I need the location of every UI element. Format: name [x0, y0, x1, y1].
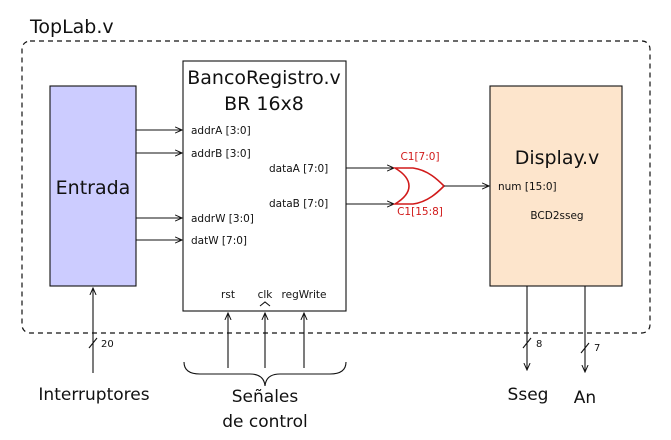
label-an: An [574, 388, 596, 408]
display-port-num: num [15:0] [498, 181, 557, 193]
port-addrW: addrW [3:0] [191, 213, 254, 225]
display-title: Display.v [515, 147, 600, 169]
display-block [489, 85, 623, 287]
control-brace [183, 361, 347, 387]
bus-label-c1-high: C1[15:8] [397, 206, 443, 218]
display-subtitle: BCD2sseg [530, 210, 583, 222]
bus-label-c1-low: C1[7:0] [400, 151, 439, 163]
port-clk: clk [258, 289, 274, 301]
port-addrA: addrA [3:0] [191, 125, 251, 137]
bus-width-an: 7 [594, 343, 600, 354]
port-rst: rst [221, 289, 235, 301]
port-datW: datW [7:0] [191, 235, 247, 247]
banco-subtitle: BR 16x8 [224, 93, 304, 115]
label-de-control: de control [222, 412, 308, 432]
port-addrB: addrB [3:0] [191, 148, 251, 160]
banco-registro-block [182, 60, 347, 312]
label-senales: Señales [232, 387, 299, 407]
port-dataB: dataB [7:0] [269, 198, 328, 210]
bus-width-interruptores: 20 [101, 339, 114, 350]
entrada-block [49, 85, 137, 287]
entrada-label: Entrada [56, 177, 131, 199]
bus-width-sseg: 8 [536, 339, 542, 350]
port-regWrite: regWrite [282, 289, 327, 301]
toplab-title: TopLab.v [29, 16, 114, 38]
label-sseg: Sseg [508, 385, 549, 405]
concat-merge-shape [392, 167, 446, 205]
port-dataA: dataA [7:0] [269, 163, 328, 175]
clk-edge-icon [259, 301, 271, 307]
banco-title: BancoRegistro.v [187, 67, 340, 89]
bus-slash-interruptores [88, 337, 98, 349]
label-interruptores: Interruptores [38, 385, 149, 405]
toplab-boundary [21, 40, 651, 334]
bus-slash-an [580, 342, 590, 354]
bus-slash-sseg [522, 337, 532, 349]
